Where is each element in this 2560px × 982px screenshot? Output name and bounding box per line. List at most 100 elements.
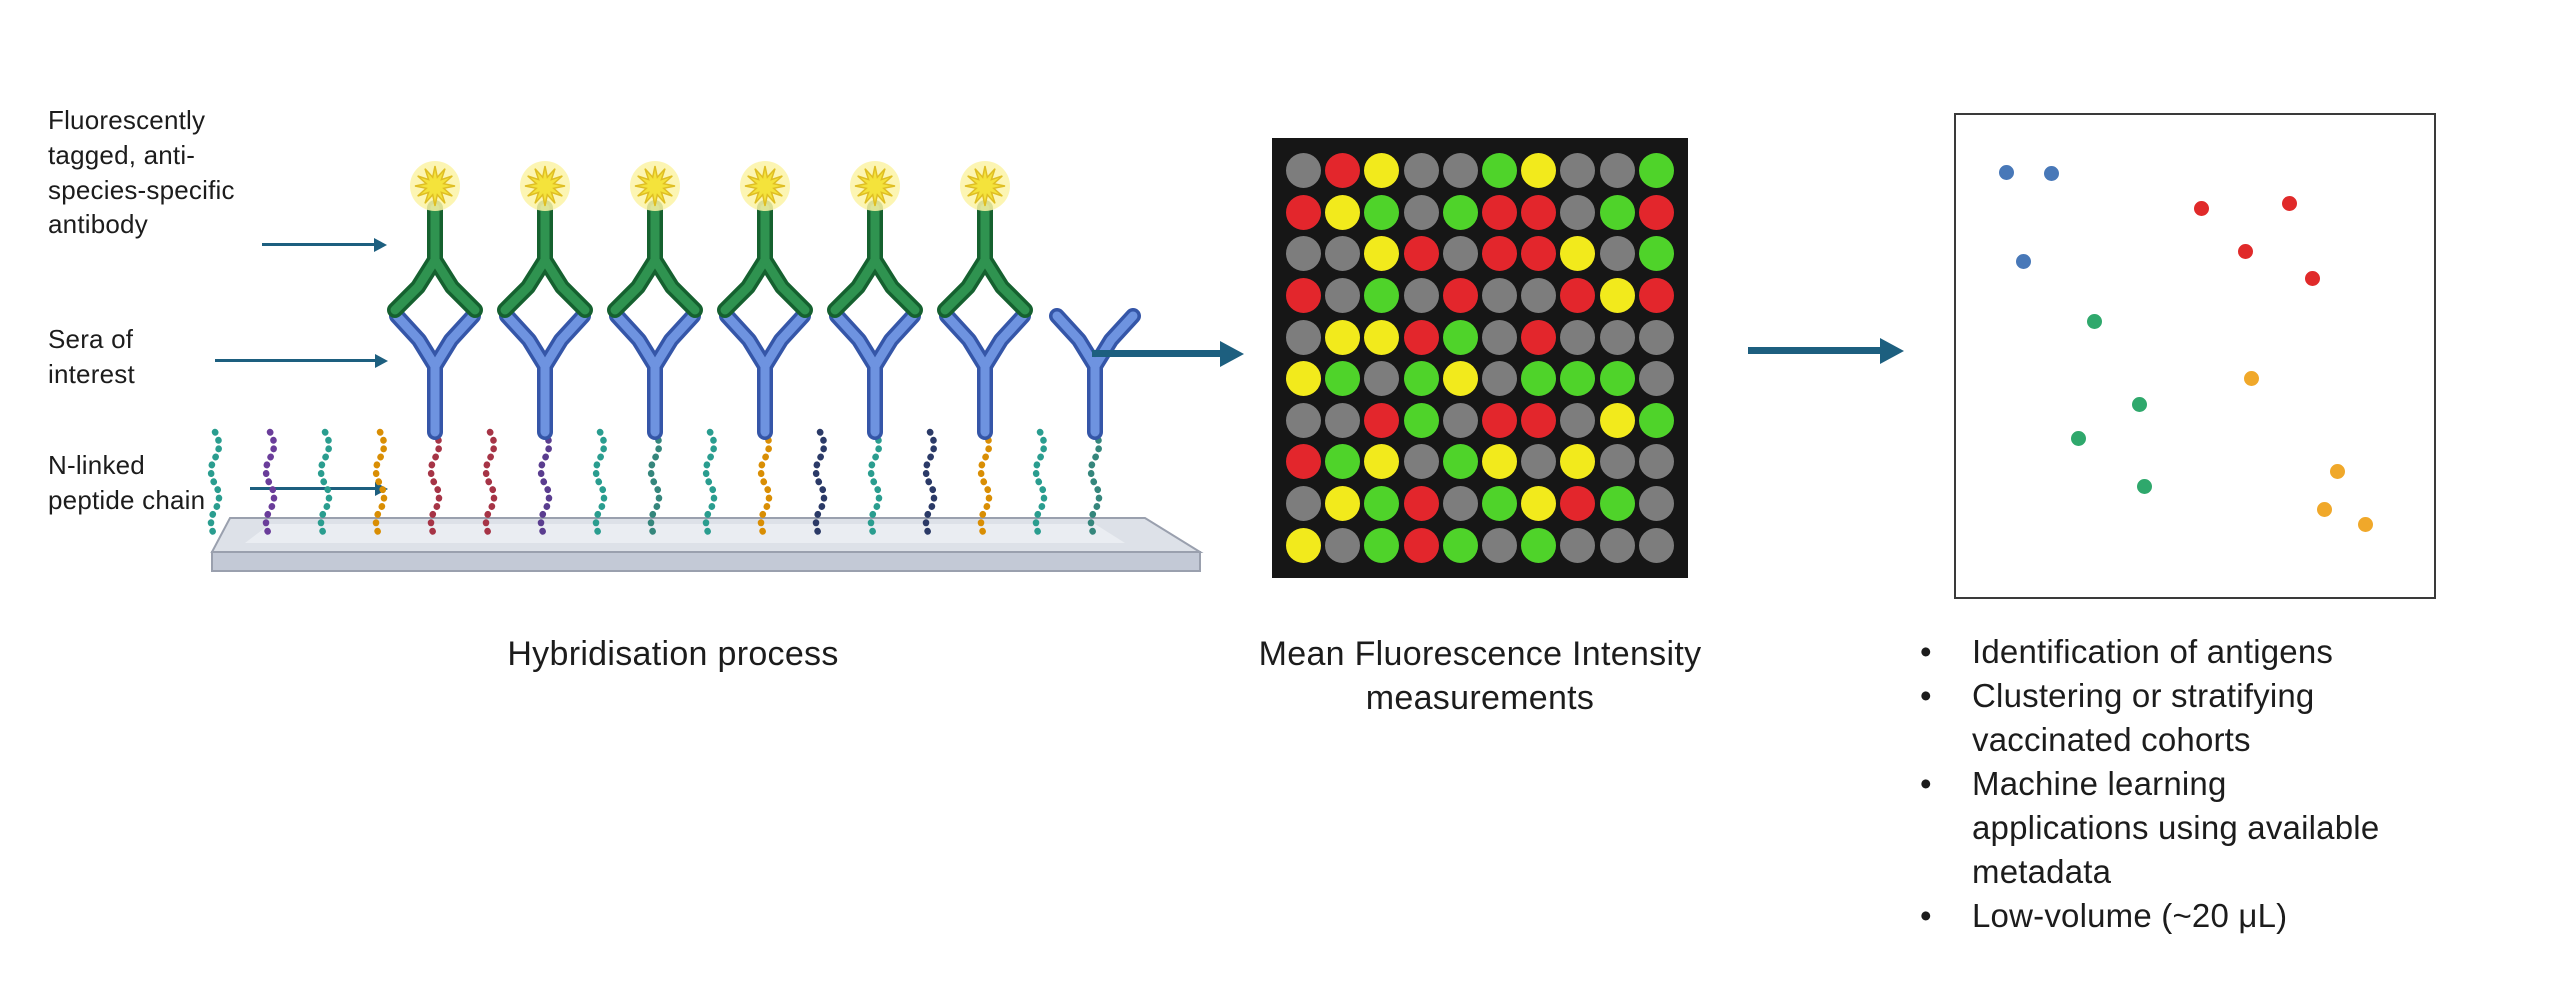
scatter-point xyxy=(1999,165,2014,180)
secondary-antibody xyxy=(387,200,483,318)
array-spot xyxy=(1442,486,1478,522)
bullet-text: Machine learning applications using avai… xyxy=(1972,765,2380,890)
scatter-plot xyxy=(1954,113,2436,599)
array-spot xyxy=(1325,444,1361,480)
flow-arrow-1 xyxy=(1092,350,1220,357)
peptide-chain xyxy=(537,428,553,540)
scatter-point xyxy=(2317,502,2332,517)
array-spot xyxy=(1286,402,1322,438)
array-spot xyxy=(1442,361,1478,397)
array-spot xyxy=(1599,319,1635,355)
array-spot xyxy=(1560,278,1596,314)
array-spot xyxy=(1286,278,1322,314)
secondary-antibody xyxy=(497,200,593,318)
peptide-chain xyxy=(867,428,883,540)
scatter-point xyxy=(2137,479,2152,494)
scatter-point xyxy=(2358,517,2373,532)
secondary-antibody xyxy=(827,200,923,318)
bullet-text: Identification of antigens xyxy=(1972,633,2334,670)
array-spot xyxy=(1364,194,1400,230)
array-spot xyxy=(1599,236,1635,272)
array-spot xyxy=(1325,361,1361,397)
array-spot xyxy=(1638,402,1674,438)
array-spot xyxy=(1403,194,1439,230)
array-spot xyxy=(1521,236,1557,272)
array-spot xyxy=(1482,153,1518,189)
array-spot xyxy=(1442,319,1478,355)
peptide-chain xyxy=(977,428,993,540)
peptide-chain xyxy=(427,428,443,540)
array-spot xyxy=(1364,527,1400,563)
flow-arrow-2 xyxy=(1748,347,1880,354)
array-spot xyxy=(1521,153,1557,189)
array-spot xyxy=(1364,153,1400,189)
scatter-point xyxy=(2194,201,2209,216)
array-spot xyxy=(1364,278,1400,314)
array-spot xyxy=(1560,361,1596,397)
array-spot xyxy=(1442,194,1478,230)
secondary-antibody xyxy=(937,200,1033,318)
array-spot xyxy=(1482,278,1518,314)
array-spot xyxy=(1521,444,1557,480)
array-spot xyxy=(1482,527,1518,563)
array-spot xyxy=(1599,278,1635,314)
scatter-point xyxy=(2087,314,2102,329)
array-spot xyxy=(1325,486,1361,522)
pointer-arrow-fluorescent-antibody xyxy=(262,243,374,246)
array-spot xyxy=(1286,236,1322,272)
scatter-point xyxy=(2330,464,2345,479)
array-spot xyxy=(1560,402,1596,438)
bullet-marker: • xyxy=(1920,897,1932,934)
primary-antibody xyxy=(1049,308,1141,440)
array-spot xyxy=(1442,444,1478,480)
array-spot xyxy=(1325,278,1361,314)
primary-antibody xyxy=(719,308,811,440)
caption-hybridisation: Hybridisation process xyxy=(507,635,839,673)
pointer-arrow-peptide xyxy=(250,487,375,490)
array-spot xyxy=(1482,402,1518,438)
array-spot xyxy=(1286,361,1322,397)
peptide-chain xyxy=(372,428,388,540)
array-spot xyxy=(1364,402,1400,438)
array-spot xyxy=(1403,153,1439,189)
array-spot xyxy=(1442,402,1478,438)
array-spot xyxy=(1403,444,1439,480)
bullet-text: Low-volume (~20 μL) xyxy=(1972,897,2288,934)
array-spot xyxy=(1638,319,1674,355)
bullet-marker: • xyxy=(1920,765,1932,802)
slide-highlight xyxy=(245,524,1125,543)
bullet-item: • Clustering or stratifying vaccinated c… xyxy=(1920,674,2520,762)
secondary-antibody xyxy=(717,200,813,318)
peptide-chain xyxy=(262,428,278,540)
peptide-chain xyxy=(592,428,608,540)
array-spot xyxy=(1442,236,1478,272)
array-spot xyxy=(1482,486,1518,522)
array-spot xyxy=(1560,236,1596,272)
array-spot xyxy=(1325,319,1361,355)
array-spot xyxy=(1638,194,1674,230)
fluorophore-star xyxy=(964,165,1006,207)
peptide-chain xyxy=(1032,428,1048,540)
array-spot xyxy=(1364,486,1400,522)
array-spot xyxy=(1442,527,1478,563)
array-spot xyxy=(1521,486,1557,522)
bullet-marker: • xyxy=(1920,677,1932,714)
array-spot xyxy=(1521,194,1557,230)
array-spot xyxy=(1325,527,1361,563)
array-spot xyxy=(1638,153,1674,189)
bullet-text: Clustering or stratifying vaccinated coh… xyxy=(1972,677,2315,758)
array-spot xyxy=(1560,486,1596,522)
array-spot xyxy=(1560,153,1596,189)
array-spot xyxy=(1482,444,1518,480)
array-spot xyxy=(1442,153,1478,189)
array-spot xyxy=(1521,361,1557,397)
bullet-marker: • xyxy=(1920,633,1932,670)
array-spot xyxy=(1482,319,1518,355)
array-spot xyxy=(1599,527,1635,563)
peptide-chain xyxy=(757,428,773,540)
caption-mfi-measurements: Mean Fluorescence Intensity measurements xyxy=(1258,635,1702,718)
scatter-point xyxy=(2132,397,2147,412)
array-spot xyxy=(1560,194,1596,230)
array-spot xyxy=(1325,402,1361,438)
